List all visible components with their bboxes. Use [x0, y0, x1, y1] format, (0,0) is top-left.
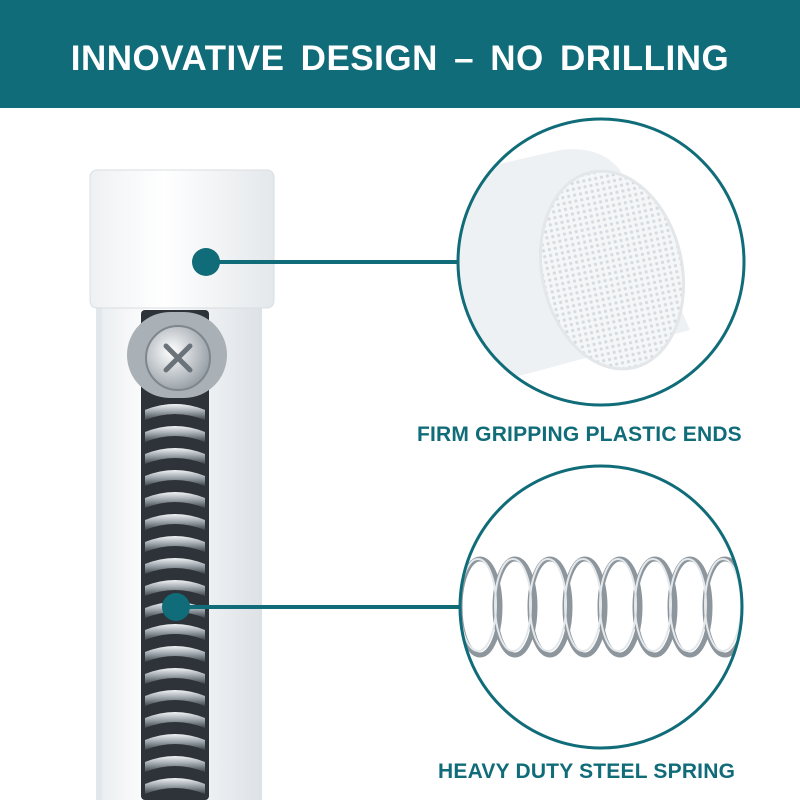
caption-plastic-ends: FIRM GRIPPING PLASTIC ENDS	[417, 423, 742, 446]
callout-connector-bottom	[162, 593, 462, 621]
callout-connector-top	[192, 248, 460, 276]
tension-rod	[96, 300, 262, 800]
caption-steel-spring: HEAVY DUTY STEEL SPRING	[438, 760, 736, 783]
screw	[127, 312, 227, 398]
plastic-end-closeup	[456, 117, 746, 407]
banner-title: INNOVATIVE DESIGN – NO DRILLING	[70, 39, 730, 78]
header-banner: INNOVATIVE DESIGN – NO DRILLING	[0, 0, 800, 108]
spring-coils	[145, 404, 205, 794]
steel-spring-closeup	[458, 464, 744, 750]
plastic-end-cap	[89, 169, 275, 309]
